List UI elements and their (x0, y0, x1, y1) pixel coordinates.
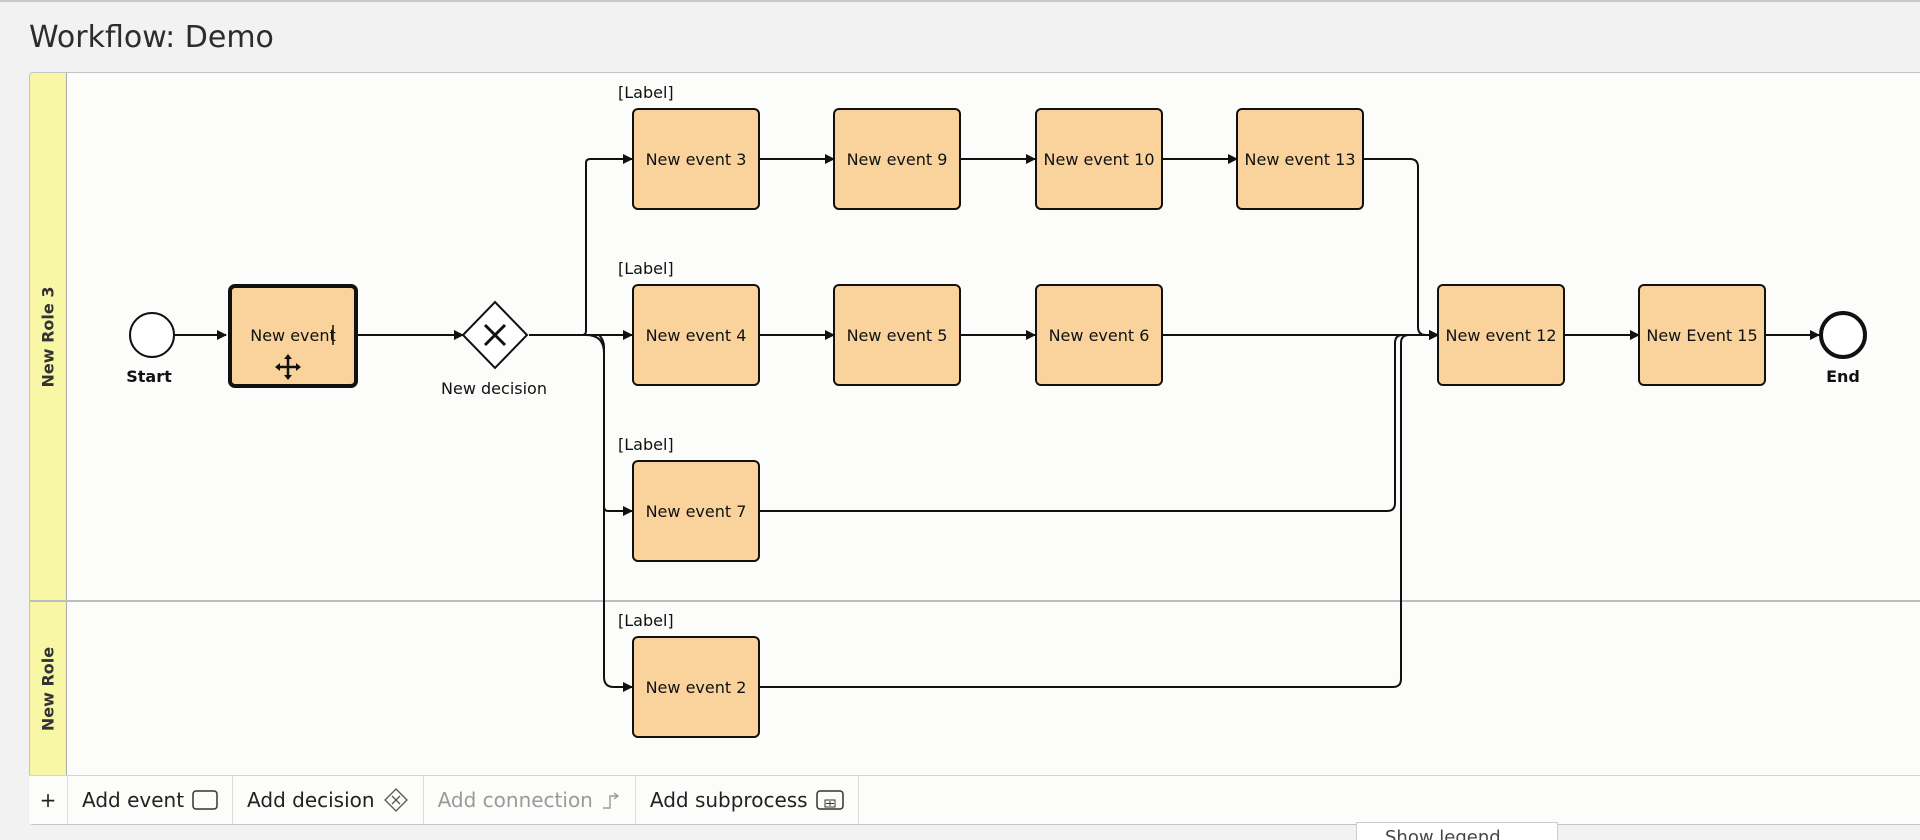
event-label: New event 2 (646, 678, 747, 697)
legend-popup-partial[interactable]: Show legend (1356, 822, 1558, 840)
connector[interactable] (1362, 158, 1439, 340)
event-label: New event 13 (1245, 150, 1356, 169)
expand-toolbar-button[interactable]: + (29, 776, 68, 824)
event-label: New event 7 (646, 502, 747, 521)
add-connection-button[interactable]: Add connection (424, 776, 636, 824)
decision-shape-icon (383, 788, 408, 812)
branch-label[interactable]: [Label] (618, 435, 674, 454)
event-new-event-15[interactable]: New Event 15 (1638, 284, 1766, 386)
add-subprocess-button[interactable]: Add subprocess (636, 776, 859, 824)
event-new-event-7[interactable]: New event 7 (632, 460, 760, 562)
add-decision-label: Add decision (247, 788, 375, 812)
page-title: Workflow: Demo (29, 20, 274, 55)
event-label: New event 12 (1446, 326, 1557, 345)
connector[interactable] (598, 334, 633, 692)
add-connection-label: Add connection (437, 788, 593, 812)
event-new-event-2[interactable]: New event 2 (632, 636, 760, 738)
connector[interactable] (758, 330, 1439, 512)
branch-label[interactable]: [Label] (618, 83, 674, 102)
connector[interactable] (758, 330, 1439, 688)
event-label: New Event 15 (1646, 326, 1757, 345)
subprocess-icon (815, 790, 844, 810)
add-decision-button[interactable]: Add decision (233, 776, 424, 824)
decision-label: New decision (441, 379, 547, 398)
diagram-svg: Start New event New decision [Label] [La… (126, 83, 1867, 738)
start-label: Start (126, 367, 172, 386)
move-icon[interactable] (275, 354, 301, 380)
top-border (0, 0, 1920, 2)
event-label: New event 5 (847, 326, 948, 345)
branch-label[interactable]: [Label] (618, 259, 674, 278)
connector[interactable] (529, 154, 633, 336)
add-subprocess-label: Add subprocess (649, 788, 808, 812)
event-label: New event (250, 326, 336, 345)
event-new-event-12[interactable]: New event 12 (1437, 284, 1565, 386)
lane-divider (30, 600, 1920, 602)
end-label: End (1826, 367, 1860, 386)
event-label: New event 9 (847, 150, 948, 169)
start-node[interactable]: Start (126, 312, 175, 386)
branch-label[interactable]: [Label] (618, 611, 674, 630)
plus-label: + (39, 788, 57, 812)
end-node[interactable]: End (1819, 311, 1867, 386)
event-new-event-5[interactable]: New event 5 (833, 284, 961, 386)
event-new-event-10[interactable]: New event 10 (1035, 108, 1163, 210)
event-new-event-13[interactable]: New event 13 (1236, 108, 1364, 210)
event-new-event-3[interactable]: New event 3 (632, 108, 760, 210)
workflow-canvas[interactable]: New Role 3 New Role (29, 72, 1920, 825)
event-new-event-6[interactable]: New event 6 (1035, 284, 1163, 386)
event-label: New event 3 (646, 150, 747, 169)
event-new-event[interactable]: New event (228, 284, 358, 388)
add-event-label: Add event (82, 788, 185, 812)
lane-header-new-role-3[interactable]: New Role 3 (30, 73, 67, 601)
event-shape-icon (192, 790, 218, 810)
connectors (174, 154, 1820, 692)
bottom-toolbar: + Add event Add decision Add connection … (29, 775, 1920, 824)
event-label: New event 10 (1044, 150, 1155, 169)
lane-header-new-role[interactable]: New Role (30, 602, 67, 776)
event-new-event-4[interactable]: New event 4 (632, 284, 760, 386)
decision-node[interactable]: New decision (441, 300, 547, 398)
popup-label: Show legend (1385, 827, 1501, 840)
add-event-button[interactable]: Add event (68, 776, 234, 824)
event-new-event-9[interactable]: New event 9 (833, 108, 961, 210)
event-label: New event 4 (646, 326, 747, 345)
connection-icon (602, 792, 620, 809)
connector[interactable] (585, 334, 633, 516)
event-label: New event 6 (1049, 326, 1150, 345)
